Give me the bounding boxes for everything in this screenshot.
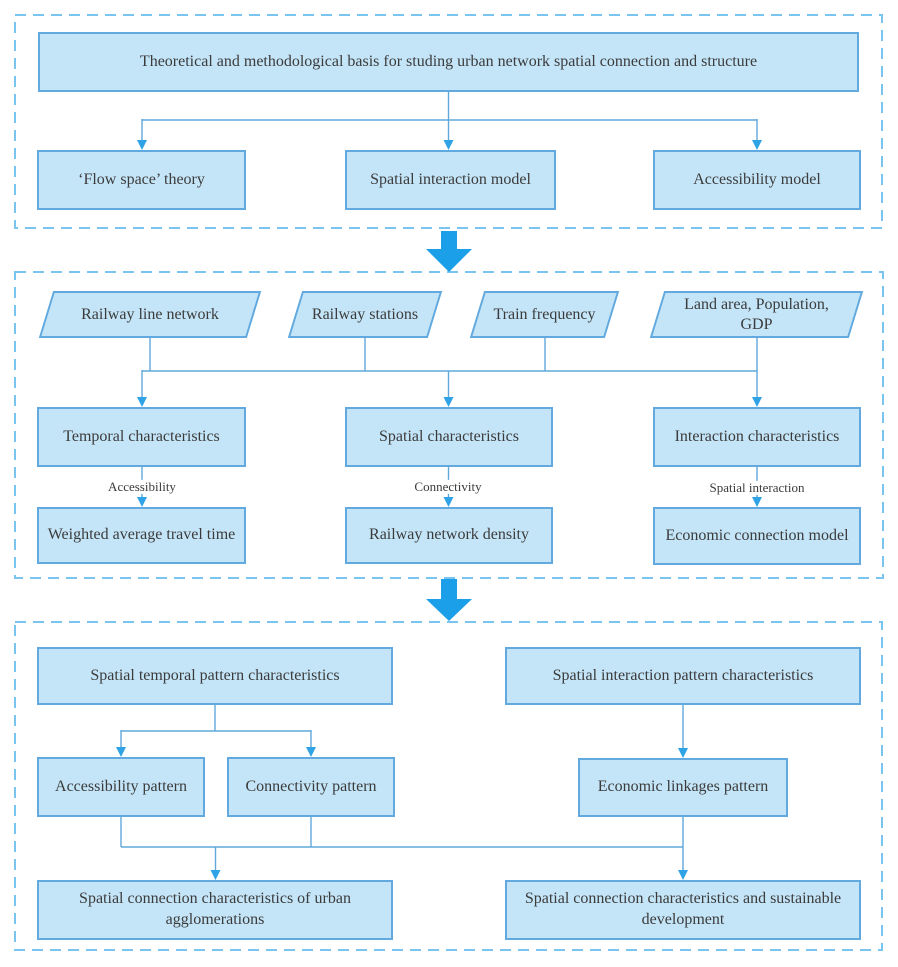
arrowhead-icon <box>137 397 147 407</box>
section3-arrowheads <box>116 747 688 880</box>
box-interaction-characteristics: Interaction characteristics <box>653 407 861 467</box>
input-label: Railway stations <box>311 305 419 323</box>
input-railway-stations: Railway stations <box>286 291 444 338</box>
input-label: Land area, Population, GDP <box>684 295 829 333</box>
section2-connectors <box>141 338 758 497</box>
arrowhead-icon <box>137 497 147 507</box>
arrowhead-icon <box>678 748 688 758</box>
arrowhead-icon <box>116 747 126 757</box>
box-spatial-connection-urban-agglomerations: Spatial connection characteristics of ur… <box>37 880 393 940</box>
section1-arrowheads <box>137 140 762 150</box>
section3-frame <box>14 621 883 951</box>
box-theoretical-basis-title: Theoretical and methodological basis for… <box>38 32 859 92</box>
arrowhead-icon <box>443 140 454 150</box>
box-spatial-temporal-pattern-characteristics: Spatial temporal pattern characteristics <box>37 647 393 705</box>
arrowhead-icon <box>752 397 762 407</box>
box-economic-connection-model: Economic connection model <box>653 507 861 565</box>
arrowhead-icon <box>752 497 762 507</box>
section1-frame <box>14 14 883 229</box>
box-spatial-interaction-pattern-characteristics: Spatial interaction pattern characterist… <box>505 647 861 705</box>
section1-connectors <box>141 92 758 147</box>
box-weighted-average-travel-time: Weighted average travel time <box>37 507 246 564</box>
section2-arrowheads <box>137 397 762 507</box>
section-transition-down-arrow-icon-2 <box>426 579 472 621</box>
box-spatial-characteristics: Spatial characteristics <box>345 407 553 467</box>
arrow-label-accessibility: Accessibility <box>104 479 180 495</box>
section-transition-down-arrow-icon-1 <box>426 231 472 272</box>
box-spatial-interaction-model: Spatial interaction model <box>345 150 556 210</box>
arrowhead-icon <box>752 140 762 150</box>
box-flow-space-theory: ‘Flow space’ theory <box>37 150 246 210</box>
arrowhead-icon <box>443 397 454 407</box>
box-spatial-connection-sustainable-development: Spatial connection characteristics and s… <box>505 880 861 940</box>
arrowhead-icon <box>137 140 147 150</box>
input-land-area-population-gdp: Land area, Population, GDP <box>648 291 865 338</box>
section3-connectors <box>120 705 684 870</box>
arrow-label-spatial-interaction: Spatial interaction <box>705 480 809 496</box>
box-railway-network-density: Railway network density <box>345 507 553 564</box>
arrowhead-icon <box>443 497 454 507</box>
arrowhead-icon <box>210 870 221 880</box>
input-railway-line-network: Railway line network <box>37 291 263 338</box>
box-economic-linkages-pattern: Economic linkages pattern <box>578 758 788 817</box>
arrowhead-icon <box>678 870 688 880</box>
arrow-label-connectivity: Connectivity <box>410 479 486 495</box>
box-connectivity-pattern: Connectivity pattern <box>227 757 395 817</box>
input-label: Train frequency <box>493 305 596 323</box>
arrowhead-icon <box>306 747 316 757</box>
input-train-frequency: Train frequency <box>468 291 621 338</box>
box-temporal-characteristics: Temporal characteristics <box>37 407 246 467</box>
input-label: Railway line network <box>81 305 219 323</box>
box-accessibility-model: Accessibility model <box>653 150 861 210</box>
box-accessibility-pattern: Accessibility pattern <box>37 757 205 817</box>
